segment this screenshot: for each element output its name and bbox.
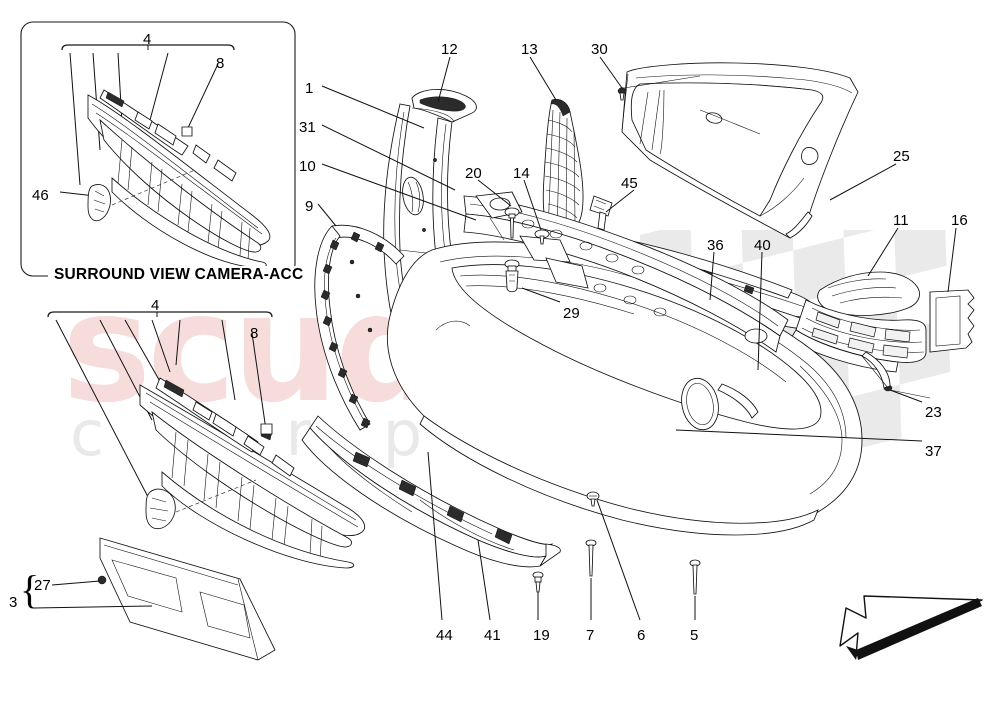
fasteners-group (181, 87, 701, 595)
main-bumper-cover-part (387, 241, 863, 536)
bracket-3-item-label: 27 (34, 577, 51, 594)
clip-8-lower (260, 423, 273, 435)
inset-grille-part (87, 89, 271, 269)
inset-label-46: 46 (32, 187, 49, 204)
callout-12: 12 (441, 41, 458, 58)
bumper-seal-part (314, 224, 405, 431)
lower-bracket-label: 4 (151, 297, 160, 314)
callout-13: 13 (521, 41, 538, 58)
callout-9: 9 (305, 198, 314, 215)
screw-5 (689, 559, 701, 595)
callout-14: 14 (513, 165, 530, 182)
lower-grille-part (139, 377, 366, 569)
right-mesh-grille-part (789, 271, 975, 399)
clip-19 (532, 571, 544, 593)
clip-8-inset (181, 126, 193, 137)
callout-leaders (317, 56, 957, 621)
screw-7 (585, 539, 597, 577)
callout-45: 45 (621, 175, 638, 192)
inset-bracket-4 (61, 44, 235, 51)
inset-label-8: 8 (216, 55, 225, 72)
clip-6 (586, 491, 600, 507)
callout-19: 19 (533, 627, 550, 644)
orientation-arrow (839, 595, 983, 660)
callout-1: 1 (305, 80, 314, 97)
callout-29: 29 (563, 305, 580, 322)
callout-10: 10 (299, 158, 316, 175)
inset-bracket-label: 4 (143, 31, 152, 48)
lower-bracket-4 (47, 311, 273, 318)
lower-skid-plate-part (97, 537, 276, 661)
callout-23: 23 (925, 404, 942, 421)
callout-16: 16 (951, 212, 968, 229)
callout-7: 7 (586, 627, 595, 644)
callout-40: 40 (754, 237, 771, 254)
callout-30: 30 (591, 41, 608, 58)
callout-5: 5 (690, 627, 699, 644)
nut-29 (504, 259, 520, 293)
callout-6: 6 (637, 627, 646, 644)
bracket-3-leaders (33, 580, 153, 609)
callout-25: 25 (893, 148, 910, 165)
lower-label-8: 8 (250, 325, 259, 342)
upper-shroud-part (618, 62, 859, 239)
callout-37: 37 (925, 443, 942, 460)
bolt-20 (504, 207, 520, 239)
bracket-3-brace: { (20, 567, 40, 612)
inset-caption: SURROUND VIEW CAMERA-ACC (48, 266, 310, 284)
screw-14 (534, 229, 550, 245)
callout-41: 41 (484, 627, 501, 644)
callout-44: 44 (436, 627, 453, 644)
callout-31: 31 (299, 119, 316, 136)
callout-20: 20 (465, 165, 482, 182)
callout-36: 36 (707, 237, 724, 254)
lower-valance-part (301, 415, 561, 568)
bracket-3-group-label: 3 (9, 594, 18, 611)
callout-11: 11 (893, 212, 909, 229)
